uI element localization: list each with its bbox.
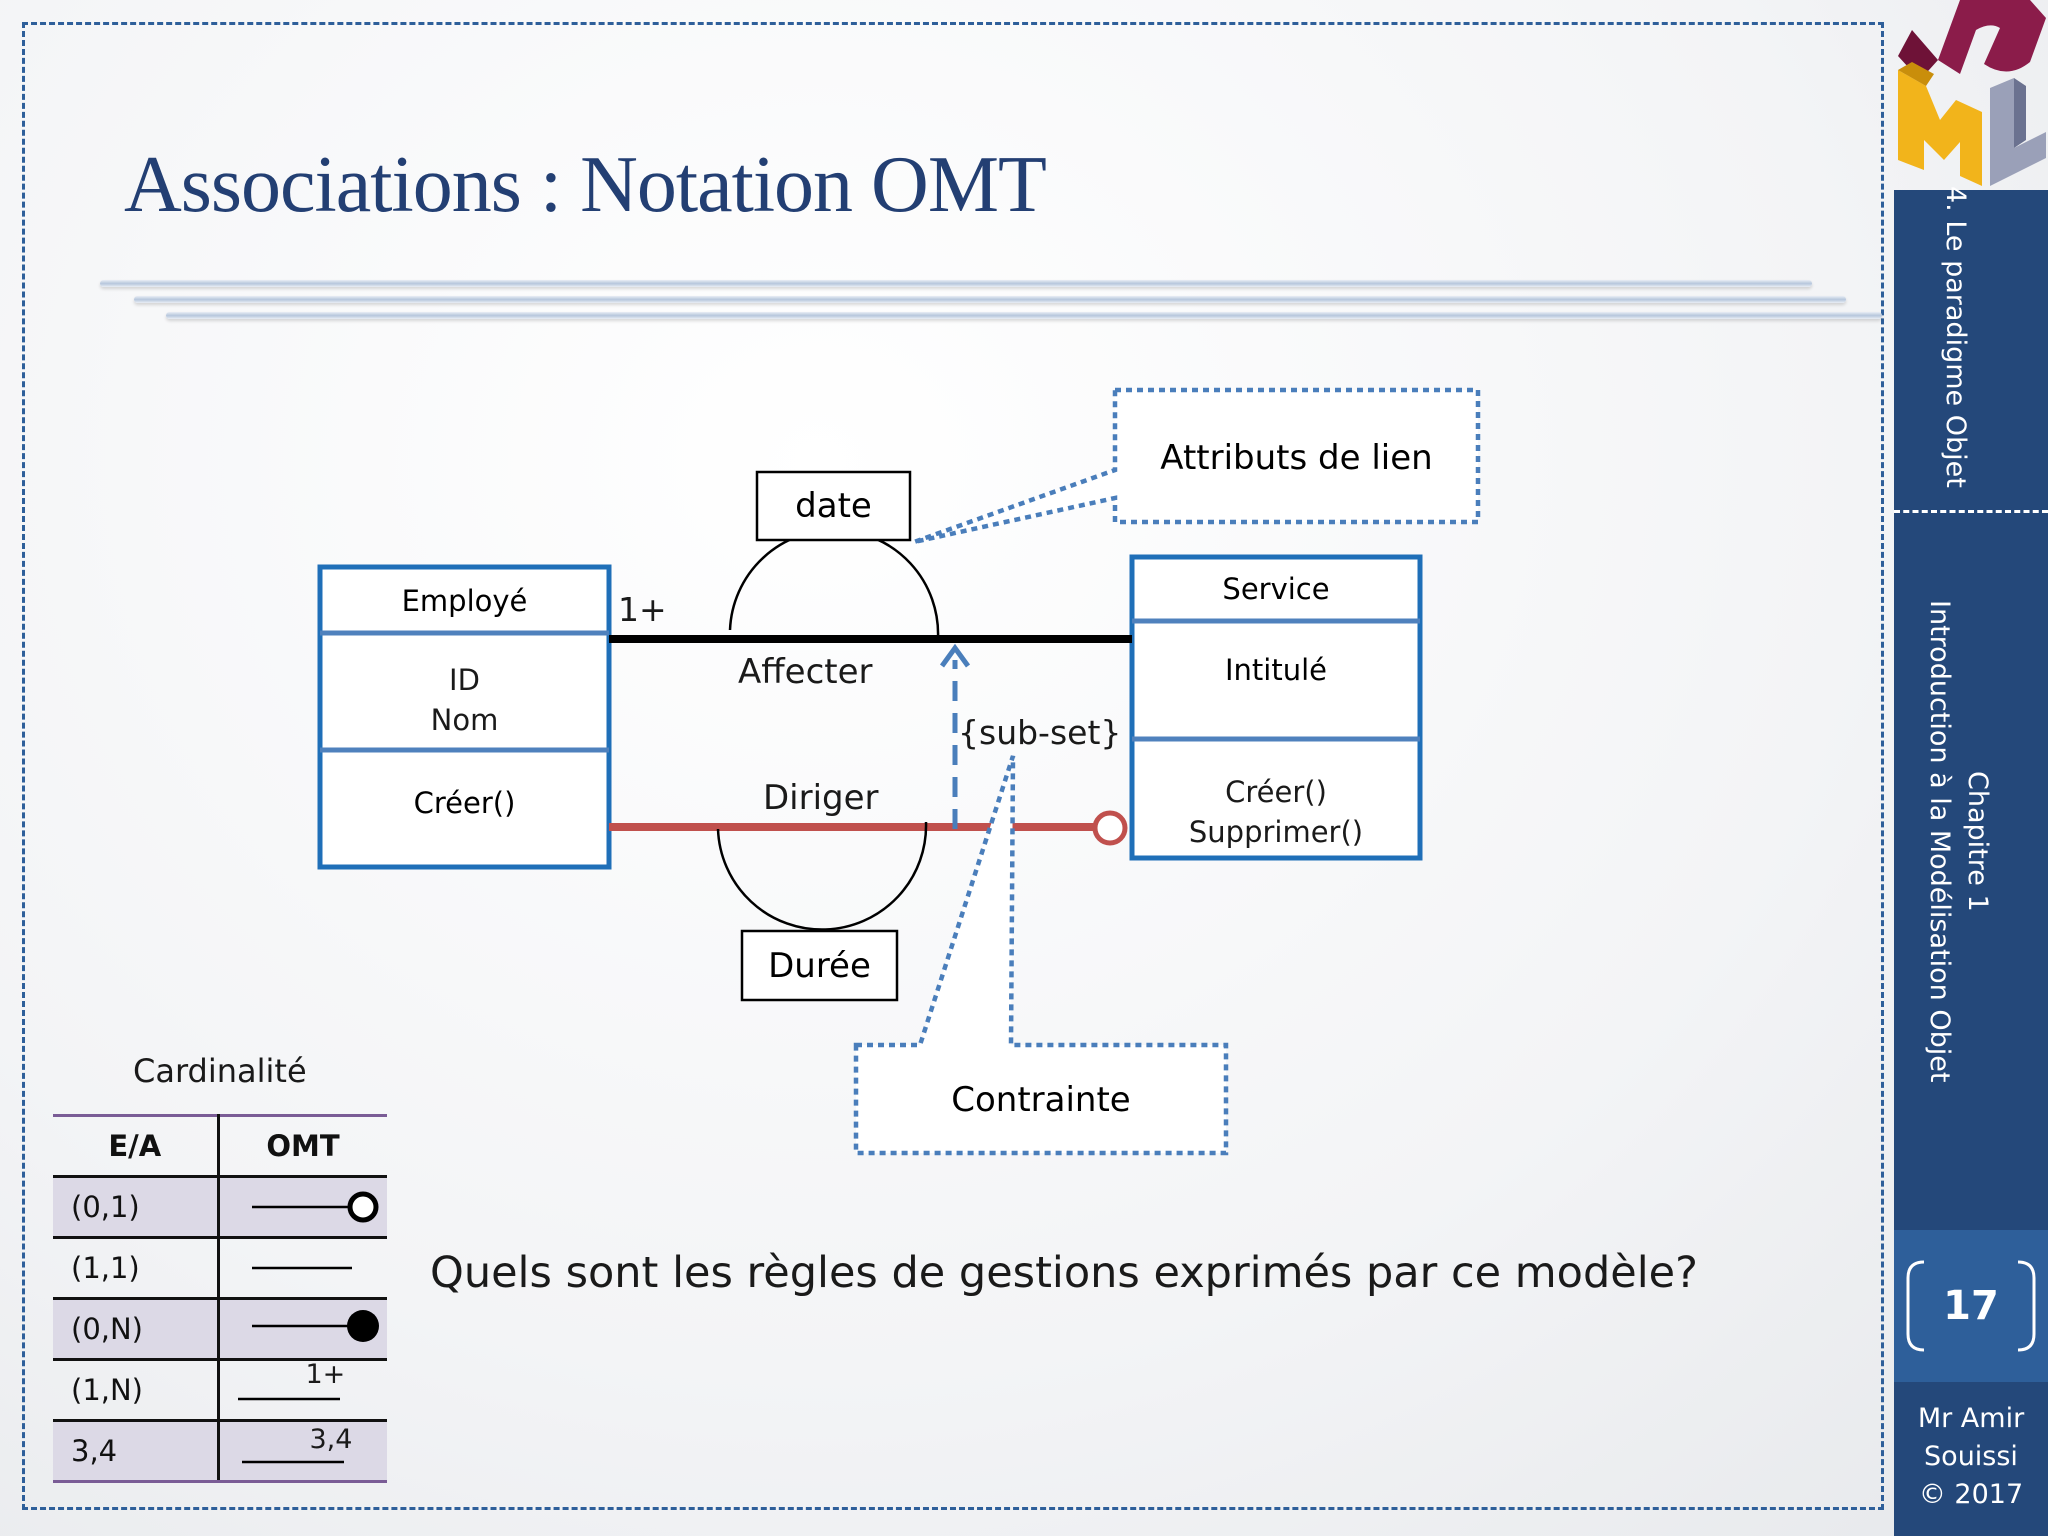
cardinality-table: E/A OMT (0,1) (1,1) (0,N) (1,N) <box>53 1114 387 1483</box>
service-methods: Créer() Supprimer() <box>1134 772 1418 852</box>
author-line2: Souissi <box>1924 1441 2018 1472</box>
affecter-multiplicity: 1+ <box>618 590 667 629</box>
omt-label: 3,4 <box>309 1424 353 1455</box>
diriger-hollow-circle <box>1092 810 1128 846</box>
ea-value: 3,4 <box>53 1420 220 1483</box>
service-class-name: Service <box>1222 571 1330 606</box>
question-text: Quels sont les règles de gestions exprim… <box>430 1248 1698 1298</box>
duree-box <box>740 929 899 1002</box>
omt-symbol-filled-circle <box>218 1298 387 1361</box>
note-contrainte-border <box>853 755 1229 1156</box>
date-label: date <box>795 486 872 526</box>
title-rule-2 <box>134 296 1846 303</box>
date-box <box>755 470 912 542</box>
note-attributs-border <box>913 387 1481 545</box>
author-line1: Mr Amir <box>1917 1403 2025 1434</box>
sidebar-section-label: 4. Le paradigme Objet <box>1940 186 1971 488</box>
subset-constraint-label: {sub-set} <box>958 713 1122 752</box>
sidebar-chapter-line2: Introduction à la Modélisation Objet <box>1924 600 1955 1083</box>
author-block: Mr Amir Souissi © 2017 <box>1894 1400 2048 1514</box>
duree-label: Durée <box>768 945 871 986</box>
uml-logo-icon <box>1898 0 2046 186</box>
cardinality-row: (0,N) <box>53 1298 387 1361</box>
header-omt: OMT <box>218 1114 387 1178</box>
diriger-attribute-arc <box>716 821 928 931</box>
omt-symbol-labeled-line: 3,4 <box>218 1420 387 1483</box>
note-contrainte-label: Contrainte <box>951 1080 1131 1120</box>
employe-attr-id: ID <box>449 663 480 697</box>
affecter-attribute-arc <box>728 528 940 639</box>
employe-attr-nom: Nom <box>430 703 499 737</box>
cardinality-header-row: E/A OMT <box>53 1114 387 1178</box>
slide-title: Associations : Notation OMT <box>124 141 1047 229</box>
header-ea: E/A <box>53 1114 220 1178</box>
employe-attributes: ID Nom <box>322 660 607 740</box>
omt-symbol-labeled-line: 1+ <box>218 1359 387 1422</box>
ea-value: (1,1) <box>53 1237 220 1300</box>
cardinality-row: (1,N) 1+ <box>53 1359 387 1422</box>
diriger-label: Diriger <box>763 778 879 818</box>
subset-arrowhead <box>939 643 971 668</box>
sidebar-panel <box>1894 190 2048 1230</box>
title-rule-1 <box>100 280 1812 287</box>
affecter-label: Affecter <box>738 652 873 692</box>
page-number-box: 17 <box>1894 1230 2048 1382</box>
class-service-box <box>1129 554 1423 861</box>
sidebar-chapter-line1: Chapitre 1 <box>1962 770 1993 912</box>
cardinality-caption: Cardinalité <box>133 1052 307 1090</box>
class-employe-box <box>317 564 612 870</box>
service-method-creer: Créer() <box>1225 775 1327 809</box>
omt-symbol-hollow-circle <box>218 1176 387 1239</box>
service-attr-intitule: Intitulé <box>1224 653 1327 687</box>
sidebar-footer <box>1894 1382 2048 1536</box>
sidebar-divider <box>1894 510 2048 513</box>
author-line3: © 2017 <box>1918 1479 2024 1510</box>
omt-diagram <box>317 387 1481 1156</box>
sidebar-chapter-block: Chapitre 1 Introduction à la Modélisatio… <box>1920 600 1996 1082</box>
ea-value: (0,N) <box>53 1298 220 1361</box>
service-method-supprimer: Supprimer() <box>1188 815 1364 849</box>
employe-method-creer: Créer() <box>413 786 516 820</box>
cardinality-row: 3,4 3,4 <box>53 1420 387 1483</box>
cardinality-row: (0,1) <box>53 1176 387 1239</box>
ea-value: (0,1) <box>53 1176 220 1239</box>
ea-value: (1,N) <box>53 1359 220 1422</box>
note-attributs-label: Attributs de lien <box>1160 438 1433 478</box>
employe-class-name: Employé <box>401 583 528 618</box>
omt-symbol-plain-line <box>218 1237 387 1300</box>
omt-label: 1+ <box>305 1359 346 1390</box>
slide-border <box>22 22 1884 1510</box>
cardinality-row: (1,1) <box>53 1237 387 1300</box>
title-rule-3 <box>166 312 1882 319</box>
page-number: 17 <box>1943 1283 1999 1329</box>
